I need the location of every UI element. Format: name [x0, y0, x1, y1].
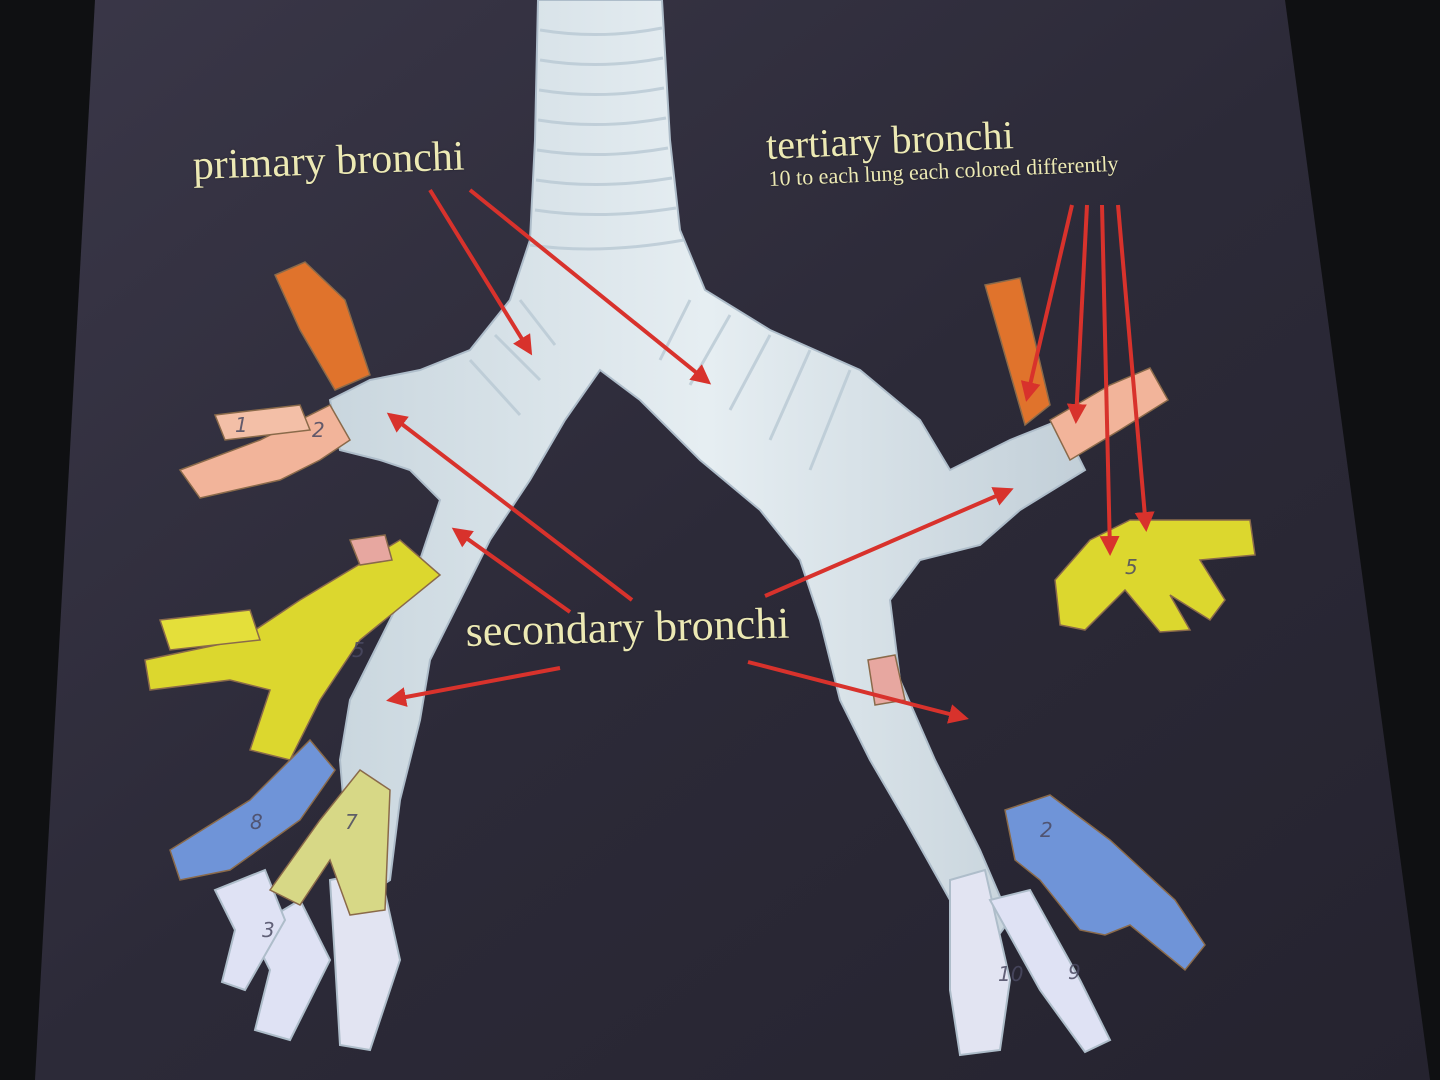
arrow-secondary-2 — [451, 527, 572, 614]
arrow-tertiary-2 — [1066, 204, 1089, 424]
arrow-secondary-3 — [386, 666, 561, 707]
segment-number: 8 — [250, 810, 263, 834]
arrow-primary-right — [468, 188, 712, 385]
arrow-secondary-5 — [747, 660, 969, 724]
segment-blue-right — [1004, 794, 1206, 972]
segment-number: 10 — [998, 962, 1024, 986]
segment-number: 5 — [352, 638, 365, 662]
segment-paleyellow-left — [268, 768, 391, 916]
arrow-tertiary-4 — [1116, 204, 1155, 532]
arrow-primary-left — [428, 188, 533, 356]
secondary-bronchi-label: secondary bronchi — [465, 598, 790, 656]
segment-number: 7 — [345, 810, 358, 834]
segment-peach-right — [1049, 367, 1170, 462]
segment-number: 5 — [1125, 555, 1138, 579]
segment-number: 2 — [1040, 818, 1053, 842]
segment-number: 9 — [1068, 960, 1081, 984]
pointer-arrows — [386, 188, 1155, 724]
segment-blue-left — [169, 738, 336, 881]
left-lung-segments — [144, 261, 442, 916]
segment-orange-left — [274, 261, 371, 391]
segment-yellow-left — [144, 539, 442, 761]
arrow-secondary-4 — [764, 487, 1014, 598]
segment-number: 3 — [262, 918, 275, 942]
segment-number: 2 — [312, 418, 325, 442]
primary-bronchi-label: primary bronchi — [192, 133, 466, 189]
arrow-tertiary-3 — [1099, 204, 1120, 556]
segment-number: 1 — [235, 413, 248, 437]
arrow-tertiary-1 — [1020, 204, 1074, 402]
arrow-secondary-1 — [386, 412, 634, 602]
tracheal-rings — [468, 26, 852, 471]
